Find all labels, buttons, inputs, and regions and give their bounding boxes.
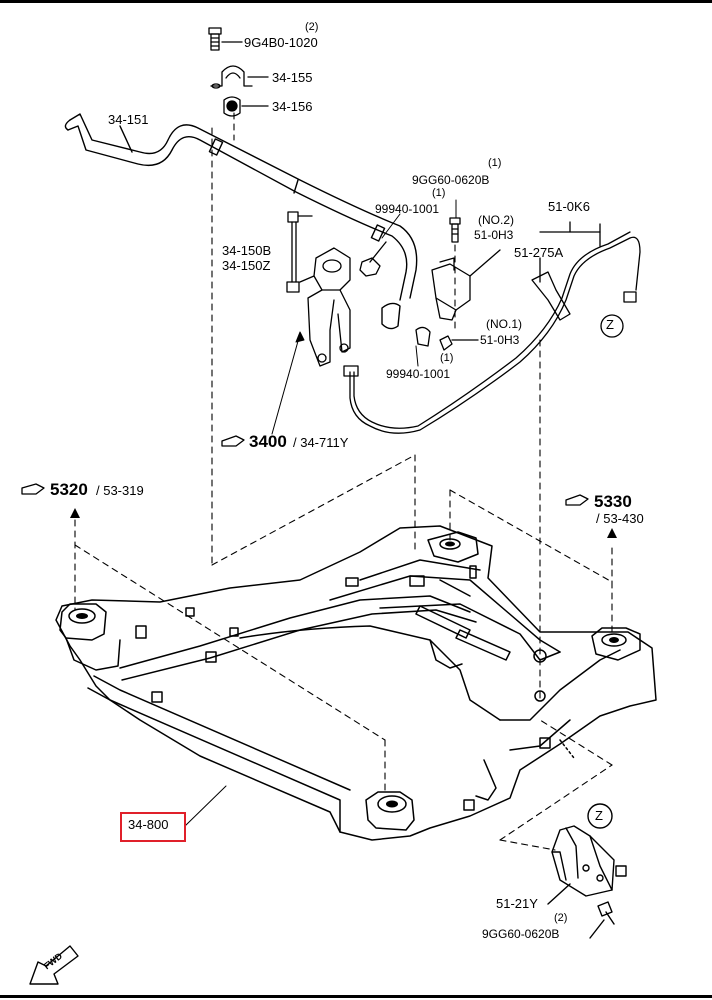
mount-arrows xyxy=(70,508,617,538)
label-bolt-bottom-qty: (2) xyxy=(554,912,568,924)
stabilizer-link xyxy=(286,211,313,293)
crossmember-frame xyxy=(55,525,657,841)
pointing-hand-icon xyxy=(21,435,589,506)
mount-bushings xyxy=(76,541,619,808)
label-bolt-top-qty: (2) xyxy=(305,21,319,33)
label-nut-qty: (1) xyxy=(432,187,446,199)
label-clip: 51-275A xyxy=(514,245,564,260)
nut-99940 xyxy=(359,241,387,277)
label-sensor-no2-part: 51-0H3 xyxy=(474,228,514,242)
label-link-a: 34-150B xyxy=(222,243,272,258)
top-bolt xyxy=(208,27,243,51)
stabilizer-bar xyxy=(64,113,418,330)
label-nut2-qty: (1) xyxy=(440,352,454,364)
label-ref-3400-sub: / 34-711Y xyxy=(293,435,349,450)
label-ref-z: Z xyxy=(606,317,614,332)
steering-knuckle xyxy=(299,247,351,367)
label-ref-5320: 5320 xyxy=(50,480,88,499)
label-ref-3400: 3400 xyxy=(249,432,287,451)
label-link-b: 34-150Z xyxy=(222,258,271,273)
label-ref-5330-sub: / 53-430 xyxy=(596,511,644,526)
label-bolt-bottom: 9GG60-0620B xyxy=(482,927,560,941)
wiring-harness xyxy=(343,221,641,434)
top-border xyxy=(0,0,712,3)
label-bushing: 34-156 xyxy=(272,99,313,114)
label-sensor-no1-part: 51-0H3 xyxy=(480,333,520,347)
label-nut: 99940-1001 xyxy=(375,202,440,216)
label-bolt-top: 9G4B0-1020 xyxy=(244,35,318,50)
label-ref-5320-sub: / 53-319 xyxy=(96,483,144,498)
label-bolt-sensor: 9GG60-0620B xyxy=(412,173,490,187)
fwd-arrow-icon xyxy=(29,945,79,985)
label-harness: 51-0K6 xyxy=(548,199,590,214)
label-bracket-z: 51-21Y xyxy=(496,896,538,911)
sensor-no1-link xyxy=(415,326,479,351)
label-crossmember: 34-800 xyxy=(128,817,169,832)
bottom-border xyxy=(0,995,712,998)
crossmember-highlight xyxy=(120,812,186,842)
leader-lines xyxy=(271,199,457,435)
label-sensor-no1: (NO.1) xyxy=(486,317,522,331)
label-stabilizer-bar: 34-151 xyxy=(108,112,149,127)
dashed-guides xyxy=(74,112,613,851)
bracket-34-155 xyxy=(210,65,269,89)
label-bracket: 34-155 xyxy=(272,70,313,85)
label-ref-5330: 5330 xyxy=(594,492,632,511)
sensor-no2 xyxy=(431,249,501,321)
sensor-bolt xyxy=(449,217,461,243)
label-nut2: 99940-1001 xyxy=(386,367,451,381)
bushing-34-156 xyxy=(223,96,269,117)
label-sensor-no2: (NO.2) xyxy=(478,213,514,227)
label-detail-z: Z xyxy=(595,808,603,823)
crossmember-leader xyxy=(184,785,227,827)
label-bolt-sensor-qty: (1) xyxy=(488,157,502,169)
bracket-51-21y xyxy=(547,803,627,939)
